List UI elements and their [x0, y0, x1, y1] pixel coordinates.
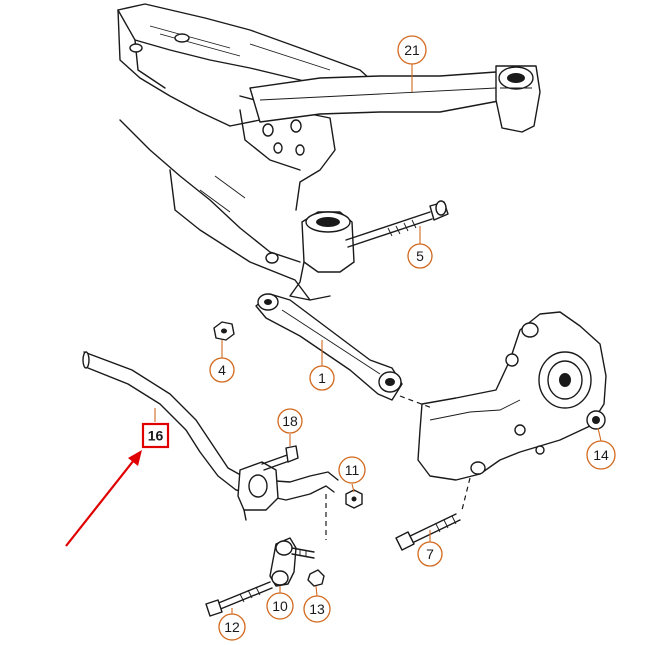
callout-1: 1	[309, 365, 335, 391]
pointer-arrow	[65, 450, 142, 547]
stabilizer-bar	[82, 351, 339, 540]
nut-13	[307, 569, 325, 587]
bolt-5	[345, 200, 449, 248]
callout-12-label: 12	[224, 619, 240, 635]
callout-5-label: 5	[416, 248, 424, 264]
callout-1-label: 1	[318, 370, 326, 386]
callout-14: 14	[586, 440, 616, 470]
nut-4	[213, 321, 235, 341]
callout-18-label: 18	[282, 413, 298, 429]
callout-13-label: 13	[309, 601, 325, 617]
bolt-18	[261, 445, 299, 471]
bolt-12	[205, 581, 273, 617]
callout-leaders	[154, 64, 602, 614]
subframe	[117, 3, 381, 301]
callout-18: 18	[277, 408, 303, 434]
callout-16-highlight: 16	[141, 422, 170, 449]
callout-21-label: 21	[404, 42, 420, 58]
callout-14-label: 14	[593, 447, 609, 463]
callout-7-label: 7	[426, 546, 434, 562]
callout-4-label: 4	[218, 362, 226, 378]
nut-11	[345, 489, 363, 509]
callout-12: 12	[218, 613, 246, 641]
callout-21: 21	[397, 35, 427, 65]
upper-control-arm	[249, 65, 541, 133]
callout-4: 4	[209, 357, 235, 383]
callout-10: 10	[266, 592, 294, 620]
callout-10-label: 10	[272, 598, 288, 614]
callout-13: 13	[303, 595, 331, 623]
callout-16-label: 16	[148, 428, 164, 444]
wheel-knuckle	[399, 311, 607, 511]
callout-11: 11	[338, 456, 366, 484]
bolt-7	[395, 513, 461, 551]
callout-5: 5	[407, 243, 433, 269]
callout-7: 7	[417, 541, 443, 567]
lower-bushing-mount	[289, 211, 355, 301]
coupling-rod	[269, 537, 315, 587]
lower-link-arm	[255, 293, 403, 401]
bar-bushing-clamp	[237, 461, 279, 521]
callout-11-label: 11	[345, 462, 360, 478]
